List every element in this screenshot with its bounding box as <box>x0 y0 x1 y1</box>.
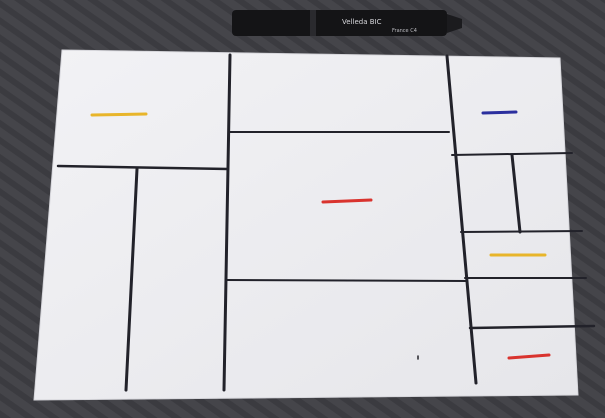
marker-pen: Velleda BIC France C4 <box>232 10 462 36</box>
paper-sheet <box>34 50 578 400</box>
pen-label: Velleda BIC <box>342 18 382 26</box>
ink-line <box>226 280 467 281</box>
yellow-dash-top-left <box>92 114 146 115</box>
ink-line <box>461 231 582 232</box>
red-dash-center <box>323 200 371 202</box>
blue-dash-top-right <box>483 112 516 113</box>
pen-sublabel: France C4 <box>392 28 417 34</box>
pen-cap-band <box>310 10 316 36</box>
